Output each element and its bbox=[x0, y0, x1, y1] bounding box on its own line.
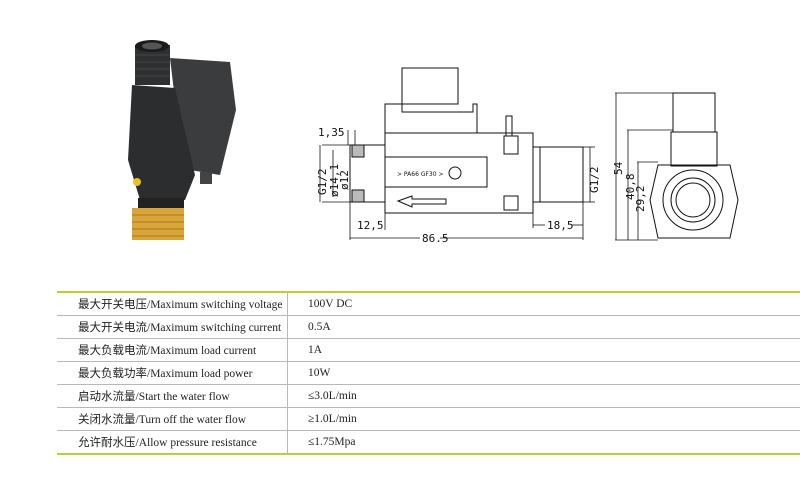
brass-fitting bbox=[132, 208, 184, 240]
dim-left-offset: 12,5 bbox=[357, 219, 384, 232]
spec-label: 启动水流量/Start the water flow bbox=[57, 384, 288, 408]
dim-thread-left: G1/2 bbox=[316, 169, 329, 196]
spec-label: 最大负载电流/Maximum load current bbox=[57, 338, 288, 362]
spec-label: 关闭水流量/Turn off the water flow bbox=[57, 407, 288, 431]
spec-value: ≤1.75Mpa bbox=[308, 436, 356, 448]
dim-height-total: 54 bbox=[612, 161, 625, 175]
dim-thread-right: G1/2 bbox=[588, 167, 601, 194]
flow-arrow-icon bbox=[396, 195, 447, 208]
dim-height-low: 29,2 bbox=[634, 186, 647, 213]
spec-label: 最大开关电流/Maximum switching current bbox=[57, 315, 288, 339]
product-photo bbox=[128, 40, 236, 240]
dim-dia-outer: ø14,1 bbox=[328, 164, 341, 197]
spec-value: ≥1.0L/min bbox=[287, 407, 800, 431]
dim-total-length: 86.5 bbox=[422, 232, 449, 245]
spec-value: 0.5A bbox=[287, 315, 800, 339]
spec-value: 1A bbox=[287, 338, 800, 362]
body-marking: > PA66 GF30 > bbox=[397, 171, 444, 178]
dim-height-mid: 40,8 bbox=[624, 174, 637, 201]
table-row: 启动水流量/Start the water flow≤3.0L/min bbox=[57, 384, 800, 408]
certification-mark-icon bbox=[448, 166, 462, 180]
table-row: 允许耐水压/Allow pressure resistance ≤1.75Mpa bbox=[57, 430, 800, 454]
spec-value: ≤3.0L/min bbox=[287, 384, 800, 408]
spec-label: 最大负载功率/Maximum load power bbox=[57, 361, 288, 385]
table-row: 关闭水流量/Turn off the water flow≥1.0L/min bbox=[57, 407, 800, 431]
spec-label: 允许耐水压/Allow pressure resistance bbox=[57, 430, 288, 454]
spec-value: 10W bbox=[287, 361, 800, 385]
spec-label: 最大开关电压/Maximum switching voltage bbox=[57, 292, 288, 316]
spec-value: 100V DC bbox=[287, 292, 800, 316]
dim-right-length: 18,5 bbox=[547, 219, 574, 232]
yellow-dot bbox=[133, 178, 141, 186]
dim-dia-inner: ø12 bbox=[338, 170, 351, 190]
switch-body bbox=[128, 85, 195, 200]
dim-ring-thickness: 1,35 bbox=[318, 126, 345, 139]
side-view: > PA66 GF30 > bbox=[349, 67, 584, 214]
technical-drawing: > PA66 GF30 > 1,35 G1/2 ø14,1 ø12 12,5 8… bbox=[316, 67, 739, 245]
end-view bbox=[649, 92, 739, 239]
